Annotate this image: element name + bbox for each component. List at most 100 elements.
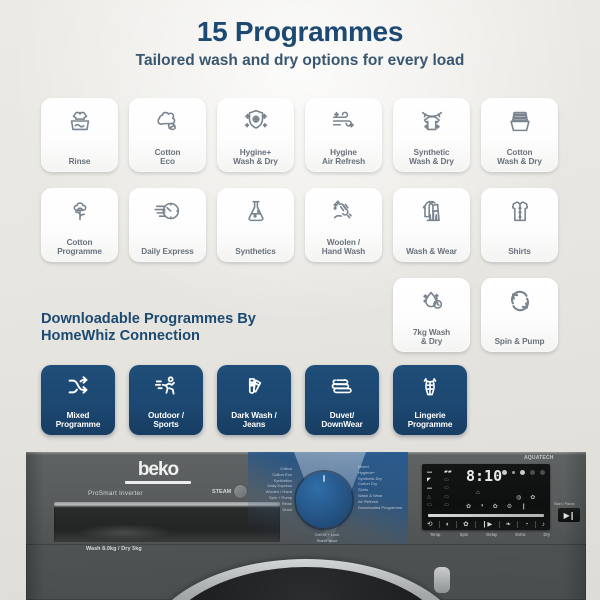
cotton-flower-icon: [63, 196, 97, 226]
spin-cycle-icon: [503, 286, 537, 316]
downloadable-tile-label: Lingerie Programme: [407, 410, 453, 430]
indicator-dot: [512, 471, 515, 474]
programme-tile-7kg-wash-dry[interactable]: 7kg Wash & Dry: [393, 278, 470, 352]
water-drop-timer-icon: [415, 286, 449, 316]
function-label: Delay: [486, 532, 498, 537]
folded-linen-icon: [327, 373, 357, 400]
downloadable-tile-dark-wash-jeans[interactable]: Dark Wash / Jeans: [217, 365, 291, 435]
left-shadow: [26, 452, 44, 600]
programme-tile-synthetic-wash-dry[interactable]: Synthetic Wash & Dry: [393, 98, 470, 172]
start-pause-button[interactable]: ▶❙: [558, 508, 580, 522]
display-button[interactable]: ⟲: [427, 521, 433, 528]
downloadable-tile-label: Dark Wash / Jeans: [231, 410, 277, 430]
programme-tile-spin-pump[interactable]: Spin & Pump: [481, 278, 558, 352]
dial-right-programme-list: Mixed Hygiene+ Synthetic Dry Cotton Dry …: [358, 464, 403, 510]
rinse-basket-icon: [63, 106, 97, 136]
display-icon-row-3: ◍✿: [516, 495, 536, 501]
cotton-basket-icon: [503, 106, 537, 136]
prosmart-inverter-label: ProSmart Inverter: [88, 490, 143, 497]
downloadable-tile-lingerie-programme[interactable]: Lingerie Programme: [393, 365, 467, 435]
hand-wash-icon: [327, 196, 361, 226]
door-handle[interactable]: [434, 567, 450, 593]
programme-tile-woolen-hand-wash[interactable]: Woolen / Hand Wash: [305, 188, 382, 262]
page-title: 15 Programmes: [196, 16, 404, 47]
steam-label: STEAM: [212, 488, 232, 495]
washing-machine: beko ProSmart Inverter STEAM Wash 8.0kg …: [26, 452, 586, 600]
aquatech-label: AQUATECH: [524, 455, 554, 461]
programme-tile-hygine-air-refresh[interactable]: Hygine Air Refresh: [305, 98, 382, 172]
programme-tile-label: Wash & Wear: [406, 247, 457, 257]
lingerie-icon: [415, 373, 445, 400]
divider: [438, 520, 440, 528]
detergent-drawer[interactable]: [54, 502, 280, 542]
programme-tile-cotton-eco[interactable]: Cotton Eco: [129, 98, 206, 172]
hygiene-shield-icon: [239, 106, 273, 136]
page-subtitle: Tailored wash and dry options for every …: [135, 52, 465, 69]
programme-tile-label: Synthetic Wash & Dry: [409, 147, 454, 167]
divider: [534, 520, 536, 528]
runner-icon: [151, 373, 181, 400]
display-progress-bar: [428, 514, 544, 517]
dial-indicator-notch: [323, 475, 325, 482]
status-glyph: ▭: [427, 501, 432, 508]
display-button[interactable]: ❧: [505, 521, 512, 528]
divider: [517, 520, 519, 528]
programme-tile-label: Cotton Eco: [154, 147, 181, 167]
display-button[interactable]: ❙▶: [481, 521, 493, 528]
programme-tile-cotton-wash-dry[interactable]: Cotton Wash & Dry: [481, 98, 558, 172]
dial-bottom-label: On/Off + Lock Start/Pause: [314, 532, 340, 543]
downloadable-tile-outdoor-sports[interactable]: Outdoor / Sports: [129, 365, 203, 435]
downloadable-heading: Downloadable Programmes By HomeWhiz Conn…: [41, 311, 256, 344]
status-glyph: ▭: [444, 501, 449, 508]
programme-tile-wash-wear[interactable]: Wash & Wear: [393, 188, 470, 262]
beko-wordmark: beko: [137, 459, 179, 480]
function-label: Temp.: [430, 532, 442, 537]
indicator-dot: [530, 470, 535, 475]
programme-tile-label: Shirts: [508, 247, 531, 257]
display-icon-row-1: ⌂: [476, 490, 480, 496]
drawer-sheen: [76, 524, 172, 540]
function-label-row: Temp. Spin Delay Extra Dry: [430, 532, 550, 537]
remaining-time: 8:10: [466, 467, 503, 485]
display-button-row[interactable]: ⟲ ◐ ✿ ❙▶ ❧ ◔ ♪: [427, 520, 545, 528]
display-icon-row-2: ✿◑✿⚙❙: [466, 503, 527, 510]
steam-badge: STEAM: [212, 485, 248, 498]
air-refresh-icon: [327, 106, 361, 136]
programme-tile-label: Rinse: [68, 157, 91, 167]
function-label: Dry: [543, 532, 550, 537]
synthetic-tshirt-icon: [415, 106, 449, 136]
programme-tile-cotton-programme[interactable]: Cotton Programme: [41, 188, 118, 262]
downloadable-tile-mixed-programme[interactable]: Mixed Programme: [41, 365, 115, 435]
indicator-dot: [520, 470, 525, 475]
downloadable-tile-duvet-downwear[interactable]: Duvet/ DownWear: [305, 365, 379, 435]
display-button[interactable]: ✿: [463, 521, 469, 528]
start-pause-label: Start / Pause: [554, 502, 575, 506]
beko-logo: beko: [108, 460, 208, 484]
header: 15 Programmes Tailored wash and dry opti…: [0, 18, 600, 69]
programme-tile-hygine-wash-dry[interactable]: Hygine+ Wash & Dry: [217, 98, 294, 172]
programme-tile-daily-express[interactable]: Daily Express: [129, 188, 206, 262]
divider: [498, 520, 500, 528]
display-button[interactable]: ♪: [541, 520, 545, 528]
function-label: Spin: [459, 532, 469, 537]
shirt-icon: [503, 196, 537, 226]
programme-tile-rinse[interactable]: Rinse: [41, 98, 118, 172]
display-button[interactable]: ◔: [524, 520, 529, 528]
status-glyph: ▭: [444, 493, 449, 500]
indicator-dot: [502, 470, 507, 475]
jacket-trousers-icon: [415, 196, 449, 226]
shuffle-arrows-icon: [63, 373, 93, 400]
programme-tile-label: Cotton Wash & Dry: [497, 147, 542, 167]
dial-left-programme-list: Cotton Cotton Eco Synthetics Daily Expre…: [265, 466, 292, 512]
programme-tile-label: 7kg Wash & Dry: [412, 327, 451, 347]
programme-tile-label: Daily Express: [141, 247, 194, 257]
programme-tile-shirts[interactable]: Shirts: [481, 188, 558, 262]
display-status-column-right: ▰▰ ▭ ▭ ▭ ▭: [444, 470, 452, 508]
display-button[interactable]: ◐: [445, 520, 450, 528]
control-display[interactable]: ▬ ◤ ▬ △ ▭ ▰▰ ▭ ▭ ▭ ▭ 8:10 ⌂ ◍✿: [422, 464, 550, 530]
programme-selector-dial[interactable]: [296, 472, 352, 528]
programme-tile-label: Spin & Pump: [494, 337, 545, 347]
programme-tile-synthetics[interactable]: Synthetics: [217, 188, 294, 262]
indicator-dot: [540, 470, 545, 475]
